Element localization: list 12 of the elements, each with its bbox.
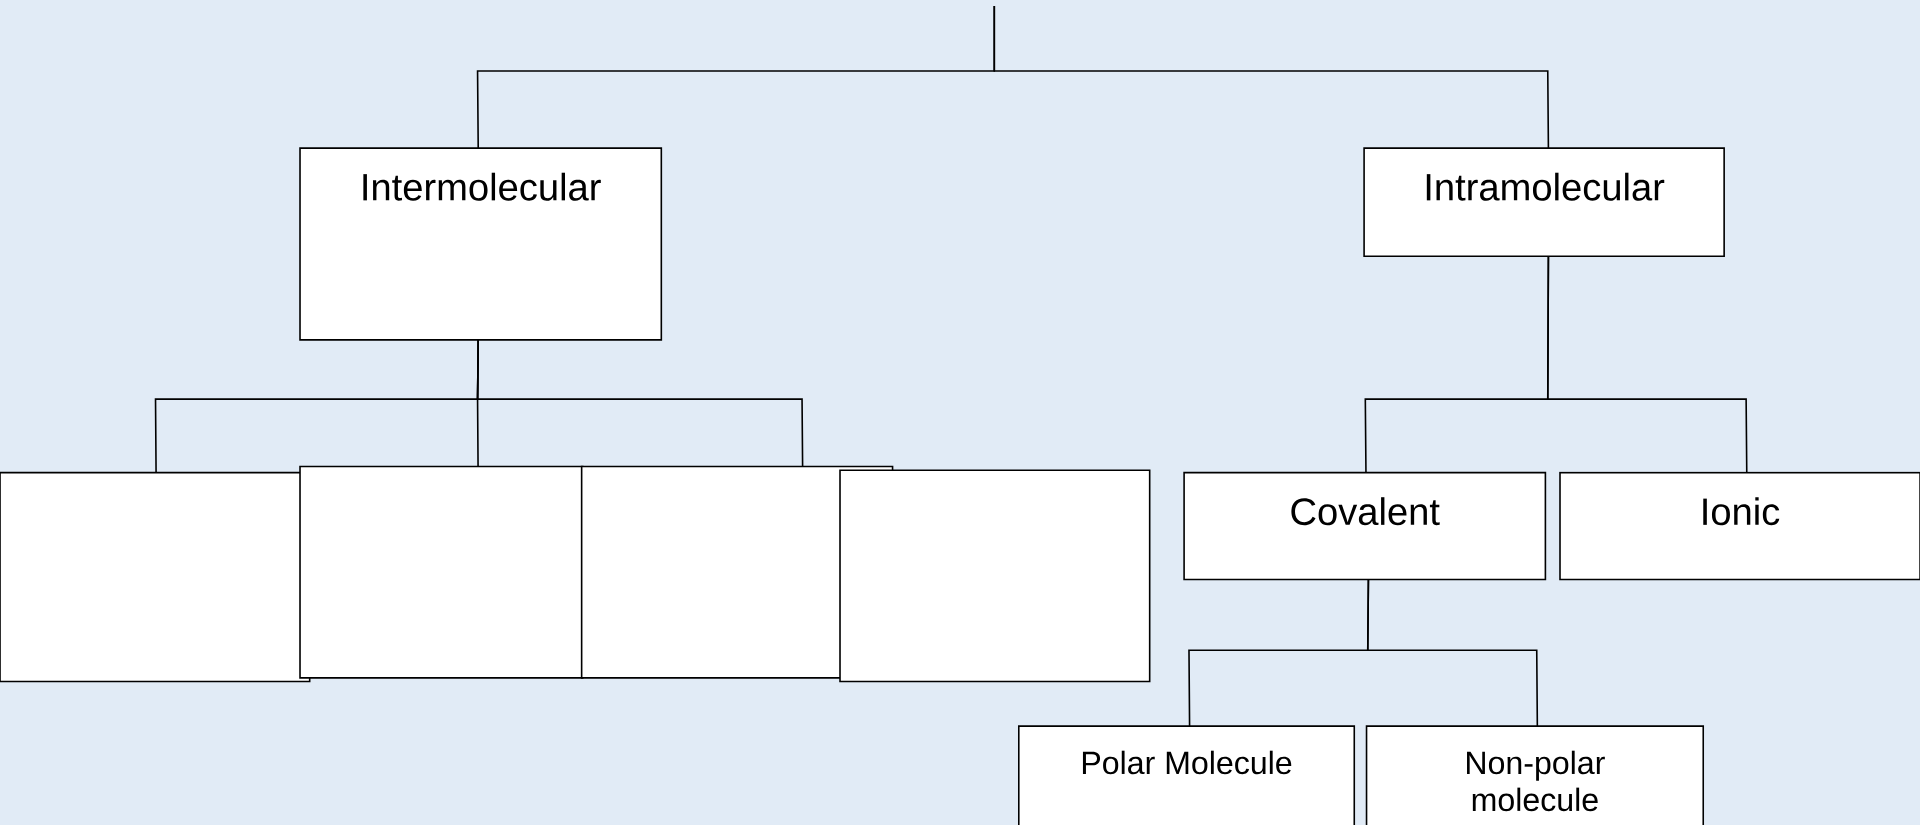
connector-line — [1366, 578, 1539, 727]
label-box: Polar Molecule — [1018, 725, 1356, 825]
connector-line — [476, 338, 804, 468]
label-box: Non-polar molecule — [1365, 725, 1705, 825]
label-box: Covalent — [1183, 471, 1547, 581]
label-box: Ionic — [1559, 471, 1920, 581]
empty-box — [0, 471, 311, 683]
label-box: Intermolecular — [299, 147, 663, 341]
connector-line — [993, 5, 1550, 149]
empty-box — [839, 469, 1151, 683]
connector-line — [1546, 255, 1748, 474]
label-box: Intramolecular — [1363, 147, 1725, 257]
